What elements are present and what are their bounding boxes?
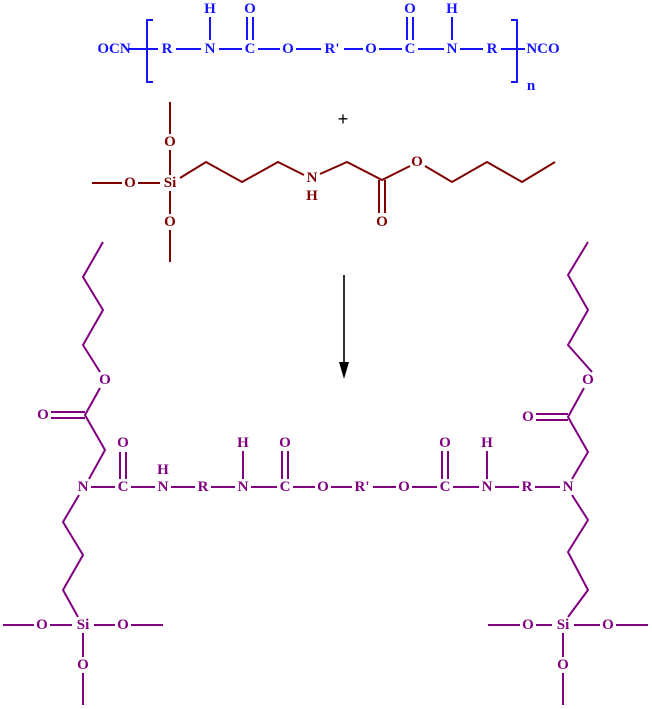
- reactant_1-atom-label: R: [162, 41, 173, 57]
- left-bracket: [146, 19, 153, 83]
- reactant_1-atom-label: H: [204, 1, 216, 17]
- product-atom-label: O: [439, 435, 451, 451]
- reactant_2-atom-label: O: [164, 214, 176, 230]
- reactant_1-atom-label: O: [404, 1, 416, 17]
- reactant_2-atom-label: O: [124, 175, 136, 191]
- reactant_1-atom-label: NCO: [526, 41, 559, 57]
- reactant-1-bonds: [128, 17, 525, 83]
- product-atom-label: O: [522, 409, 534, 425]
- reactant_1-atom-label: C: [245, 41, 256, 57]
- product-bonds: [3, 241, 648, 705]
- product-atom-label: N: [238, 479, 249, 495]
- reactant_1-atom-label: H: [446, 1, 458, 17]
- product-atom-label: O: [36, 617, 48, 633]
- product-atom-label: C: [280, 479, 291, 495]
- plus-sign: +: [338, 109, 349, 129]
- product-atom-label: O: [317, 479, 329, 495]
- product-atom-label: O: [602, 617, 614, 633]
- reactant_2-atom-label: O: [376, 214, 388, 230]
- reactant_1-atom-label: O: [282, 41, 294, 57]
- product-atom-label: O: [582, 372, 594, 388]
- product-atom-label: R': [355, 479, 370, 495]
- reactant_1-atom-label: C: [405, 41, 416, 57]
- product-atom-label: R: [522, 479, 533, 495]
- product-atom-label: H: [481, 435, 493, 451]
- product-atom-label: O: [37, 407, 49, 423]
- product-atom-label: H: [157, 462, 169, 478]
- reactant_1-atom-label: R': [325, 41, 340, 57]
- reactant-2-bonds: [92, 102, 556, 262]
- product-atom-label: Si: [557, 617, 570, 633]
- product-atom-label: N: [158, 479, 169, 495]
- reactant_2-atom-label: O: [411, 154, 423, 170]
- reactant-1-atoms: OCN R N H C O O R' O C O N H R NCO n: [97, 1, 559, 94]
- product-atom-label: O: [279, 435, 291, 451]
- product-atom-label: O: [117, 617, 129, 633]
- reactant_1-atom-label: OCN: [97, 41, 131, 57]
- reactant_2-atom-label: O: [164, 134, 176, 150]
- reactant_1-atom-label: R: [487, 41, 498, 57]
- product-atom-label: R: [198, 479, 209, 495]
- reactant_1-atom-label: N: [205, 41, 216, 57]
- product-atom-label: H: [237, 435, 249, 451]
- product-atom-label: O: [398, 479, 410, 495]
- product-atom-label: O: [77, 657, 89, 673]
- product-atom-label: O: [557, 657, 569, 673]
- product-atom-label: N: [563, 479, 574, 495]
- product-atom-label: C: [440, 479, 451, 495]
- product-atom-label: O: [117, 435, 129, 451]
- reactant_1-atom-label: N: [447, 41, 458, 57]
- reactant_2-atom-label: N: [307, 170, 318, 186]
- reactant_1-atom-label: n: [527, 78, 536, 94]
- reactant_2-atom-label: Si: [164, 175, 177, 191]
- product-atom-label: O: [522, 617, 534, 633]
- reactant_1-atom-label: O: [365, 41, 377, 57]
- product-atom-label: C: [118, 479, 129, 495]
- right-bracket: [511, 19, 518, 83]
- reactant_2-atom-label: H: [306, 188, 318, 204]
- reactant_1-atom-label: O: [244, 1, 256, 17]
- product-atom-label: Si: [77, 617, 90, 633]
- product-atom-label: N: [482, 479, 493, 495]
- reaction-arrow: [339, 275, 349, 379]
- product-atom-label: N: [78, 479, 89, 495]
- product-atom-label: O: [99, 372, 111, 388]
